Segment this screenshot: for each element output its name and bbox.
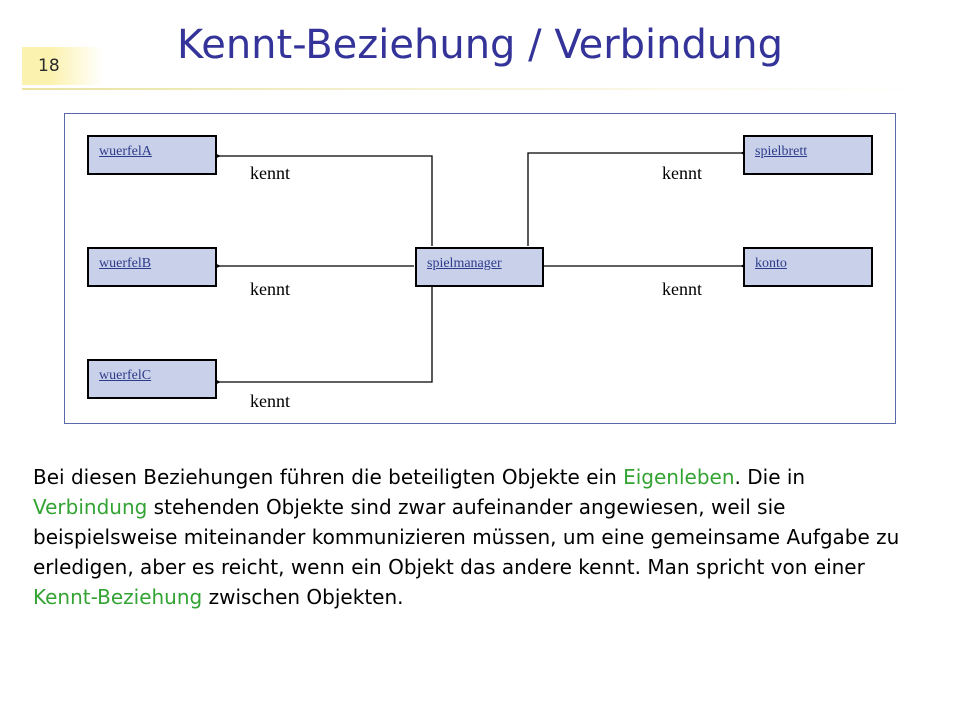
edge-to-spielbrett	[527, 153, 742, 246]
body-paragraph: Bei diesen Beziehungen führen die beteil…	[33, 462, 923, 612]
object-spielmanager: spielmanager	[415, 247, 544, 287]
edge-to-wuerfelA	[219, 156, 433, 246]
object-wuerfelA: wuerfelA	[87, 135, 217, 175]
slide-title: Kennt-Beziehung / Verbindung	[176, 22, 783, 68]
body-text-part: . Die in	[734, 465, 806, 489]
edge-label-wuerfelB: kennt	[250, 279, 290, 299]
body-text-part: stehenden Objekte sind zwar aufeinander …	[33, 495, 900, 579]
edge-to-wuerfelC	[219, 287, 433, 382]
edge-label-wuerfelC: kennt	[250, 391, 290, 411]
body-text-part: Bei diesen Beziehungen führen die beteil…	[33, 465, 624, 489]
highlight-verbindung: Verbindung	[33, 495, 148, 519]
edge-label-spielbrett: kennt	[662, 163, 702, 183]
object-wuerfelB: wuerfelB	[87, 247, 217, 287]
highlight-kennt-beziehung: Kennt-Beziehung	[33, 585, 203, 609]
edge-label-wuerfelA: kennt	[250, 163, 290, 183]
object-wuerfelC: wuerfelC	[87, 359, 217, 399]
object-spielbrett: spielbrett	[743, 135, 873, 175]
page-number: 18	[22, 47, 104, 85]
body-text-part: zwischen Objekten.	[202, 585, 404, 609]
highlight-eigenleben: Eigenleben	[623, 465, 735, 489]
edge-label-konto: kennt	[662, 279, 702, 299]
title-divider	[22, 88, 927, 90]
object-konto: konto	[743, 247, 873, 287]
